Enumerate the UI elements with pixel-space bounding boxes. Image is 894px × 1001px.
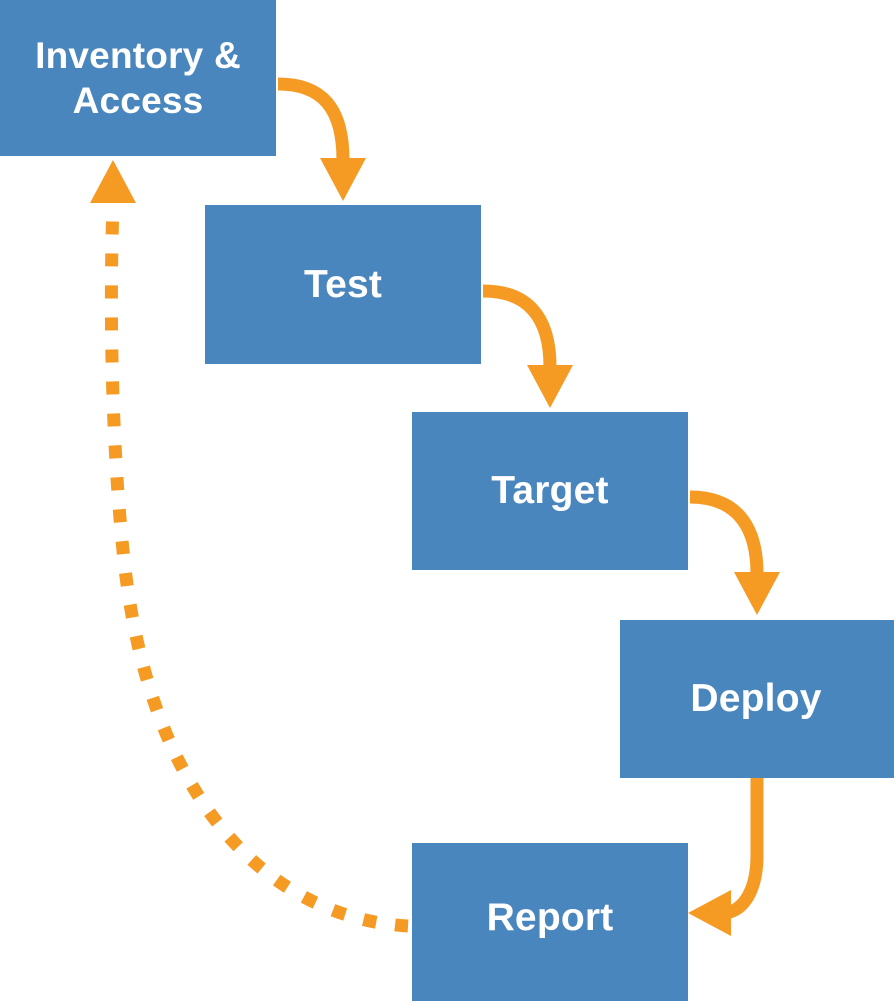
connector-inventory-to-test-arrowhead [320, 158, 366, 201]
connector-deploy-to-report-arrowhead [688, 890, 731, 936]
connector-deploy-to-report-line [722, 778, 764, 920]
connector-test-to-target-line [482, 284, 557, 368]
connector-deploy-to-report [688, 778, 764, 936]
connector-test-to-target-arrowhead [527, 365, 573, 408]
node-test[interactable]: Test [205, 205, 481, 364]
connector-target-to-deploy-arrowhead [734, 572, 780, 615]
node-inventory-and-access-label: Inventory & Access [35, 34, 241, 121]
node-test-label: Test [303, 262, 383, 306]
node-target-label: Target [491, 469, 609, 513]
connector-test-to-target [482, 284, 573, 408]
connector-inventory-to-test [277, 77, 366, 201]
connector-inventory-to-test-line [277, 77, 350, 161]
node-report-label: Report [486, 896, 614, 940]
node-deploy[interactable]: Deploy [620, 620, 894, 778]
node-target[interactable]: Target [412, 412, 688, 570]
connector-target-to-deploy-line [689, 490, 764, 575]
connector-report-to-inventory-arrowhead [90, 160, 136, 203]
node-report[interactable]: Report [412, 843, 688, 1001]
connector-target-to-deploy [689, 490, 780, 615]
node-inventory-and-access[interactable]: Inventory & Access [0, 0, 276, 156]
node-deploy-label: Deploy [690, 677, 822, 721]
